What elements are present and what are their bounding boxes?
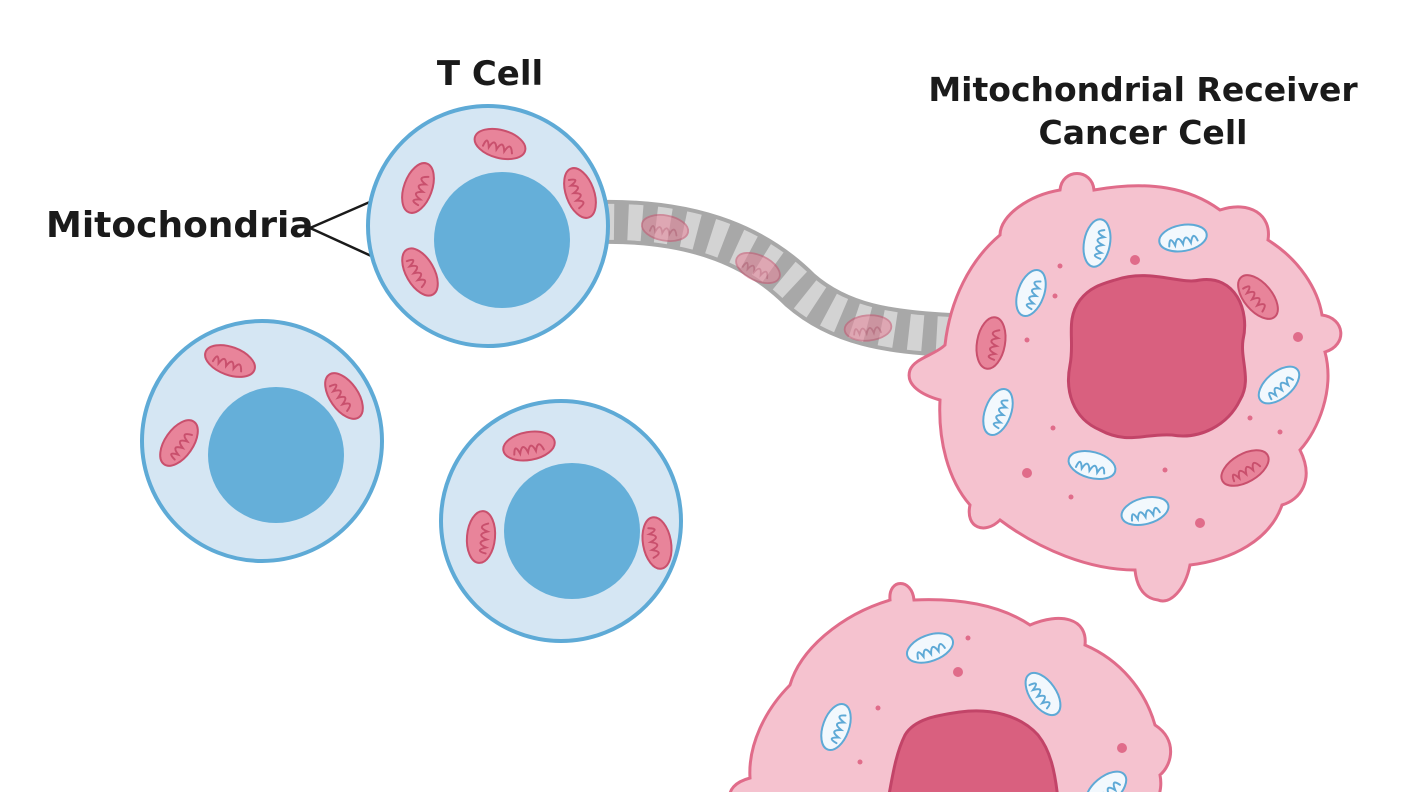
t-cell-nucleus [504, 463, 640, 599]
cancer-cell-nucleus [1067, 274, 1247, 440]
cancer-cell [907, 172, 1343, 603]
cancer-cell-granules [857, 635, 1127, 765]
receiver-label-line2: Cancer Cell [1039, 113, 1248, 152]
t-cell-nucleus [208, 387, 344, 523]
mitochondria-label: Mitochondria [46, 205, 314, 246]
cancer-cell-nucleus [887, 709, 1059, 792]
t-cell [140, 319, 384, 563]
t-cell-nucleus [434, 172, 570, 308]
tunneling-nanotube [599, 199, 952, 357]
t-cell-label: T Cell [437, 54, 543, 94]
cancer-cell-granules [1022, 255, 1303, 528]
t-cell [366, 104, 610, 348]
cancer-cell [728, 582, 1173, 792]
receiver-label-line1: Mitochondrial Receiver [928, 70, 1358, 109]
t-cell [439, 399, 683, 643]
